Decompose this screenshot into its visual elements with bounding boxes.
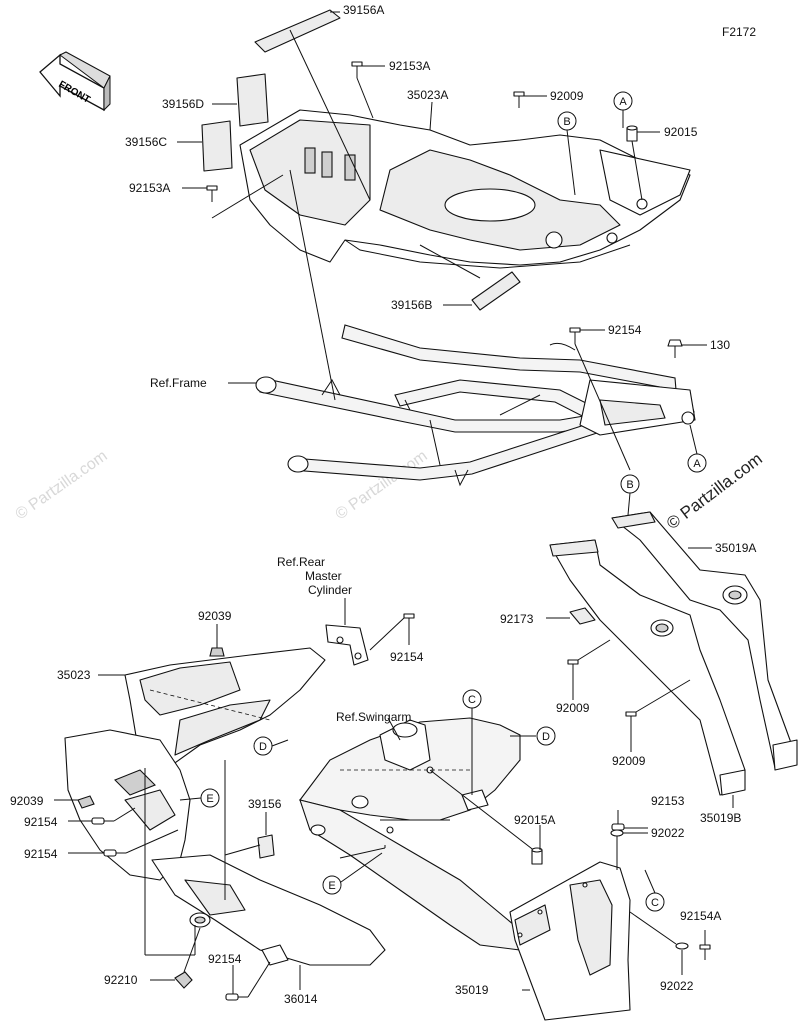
label-92039: 92039 [198,609,232,623]
label-92009: 92009 [556,701,590,715]
part-39156A [254,9,341,53]
screw-icon [611,810,625,831]
svg-text:D: D [259,741,267,753]
label-92154: 92154 [208,952,242,966]
collar-icon [626,125,638,142]
screw-icon [569,327,581,344]
label-92154: 92154 [24,847,58,861]
svg-text:C: C [651,897,659,909]
label-39156A: 39156A [343,3,384,17]
swingarm-reference [299,717,521,951]
part-39156C [201,120,233,172]
clip-icon [569,607,596,625]
svg-text:E: E [328,880,335,892]
part-39156D [236,73,269,127]
label-35023: 35023 [57,668,91,682]
screw-icon [225,993,248,1001]
callout-C-hugger: C [645,892,665,912]
label-92009: 92009 [612,754,646,768]
svg-text:B: B [626,479,633,491]
screw-icon [351,61,363,78]
callout-B-frame: B [620,474,640,494]
label-35023A: 35023A [407,88,448,102]
label-92153A: 92153A [129,181,170,195]
watermark-text: © Partzilla.com [663,449,766,533]
collar-icon [531,847,543,865]
screw-icon [403,613,415,630]
label-92154: 92154 [24,815,58,829]
screw-icon [625,711,637,728]
front-arrow-icon: FRONT [39,51,111,112]
svg-text:E: E [206,793,213,805]
label-92154: 92154 [608,323,642,337]
part-35019A [611,511,796,769]
screw-icon [513,91,525,108]
label-cylinder: Cylinder [308,583,352,597]
callout-E-guard: E [200,788,220,808]
label-ref-swingarm: Ref.Swingarm [336,710,411,724]
watermark-text: © Partzilla.com [333,448,431,524]
label-35019B: 35019B [700,811,741,825]
label-92153: 92153 [651,794,685,808]
label-92022: 92022 [660,979,694,993]
label-master: Master [305,569,342,583]
callout-D-guard: D [253,736,273,756]
label-39156: 39156 [248,797,282,811]
label-35019: 35019 [455,983,489,997]
label-39156C: 39156C [125,135,167,149]
watermark-text: © Partzilla.com [13,448,111,524]
rear-frame [255,324,696,487]
master-cylinder-guard [325,624,369,666]
svg-text:D: D [542,731,550,743]
part-36014 [151,854,386,966]
part-35023 [124,647,326,771]
label-39156B: 39156B [391,298,432,312]
screw-icon [206,185,218,202]
figure-code: F2172 [722,25,756,39]
svg-text:A: A [619,96,627,108]
callout-A-top: A [613,91,633,111]
undertray-assembly [239,109,691,269]
screw-icon [699,930,711,950]
callout-A-frame: A [687,453,707,473]
callout-B-top: B [557,111,577,131]
label-92210: 92210 [104,973,138,987]
svg-text:C: C [468,694,476,706]
label-ref-frame: Ref.Frame [150,376,207,390]
nut-icon [174,971,193,989]
callout-D-swingarm: D [536,726,556,746]
label-35019A: 35019A [715,541,756,555]
part-35019 [509,861,631,1021]
label-92154: 92154 [390,650,424,664]
label-92015: 92015 [664,125,698,139]
label-36014: 36014 [284,992,318,1006]
label-92153A: 92153A [389,59,430,73]
label-92009: 92009 [550,89,584,103]
washer-icon [610,829,624,837]
label-92154A: 92154A [680,909,721,923]
label-92039: 92039 [10,794,44,808]
label-92022: 92022 [651,826,685,840]
part-39156 [257,834,275,859]
callout-E-swingarm: E [322,875,342,895]
label-130: 130 [710,338,730,352]
label-ref-rear: Ref.Rear [277,555,325,569]
part-35019B [549,539,798,796]
bolt-icon [667,339,683,358]
clip-icon [77,795,95,809]
screw-icon [567,659,579,676]
label-39156D: 39156D [162,97,204,111]
part-39156B [471,271,521,311]
svg-text:A: A [693,458,701,470]
label-92173: 92173 [500,612,534,626]
callout-C-swingarm: C [462,689,482,709]
svg-text:B: B [563,116,570,128]
label-92015A: 92015A [514,813,555,827]
washer-icon [675,942,689,950]
clip-icon [209,647,225,657]
